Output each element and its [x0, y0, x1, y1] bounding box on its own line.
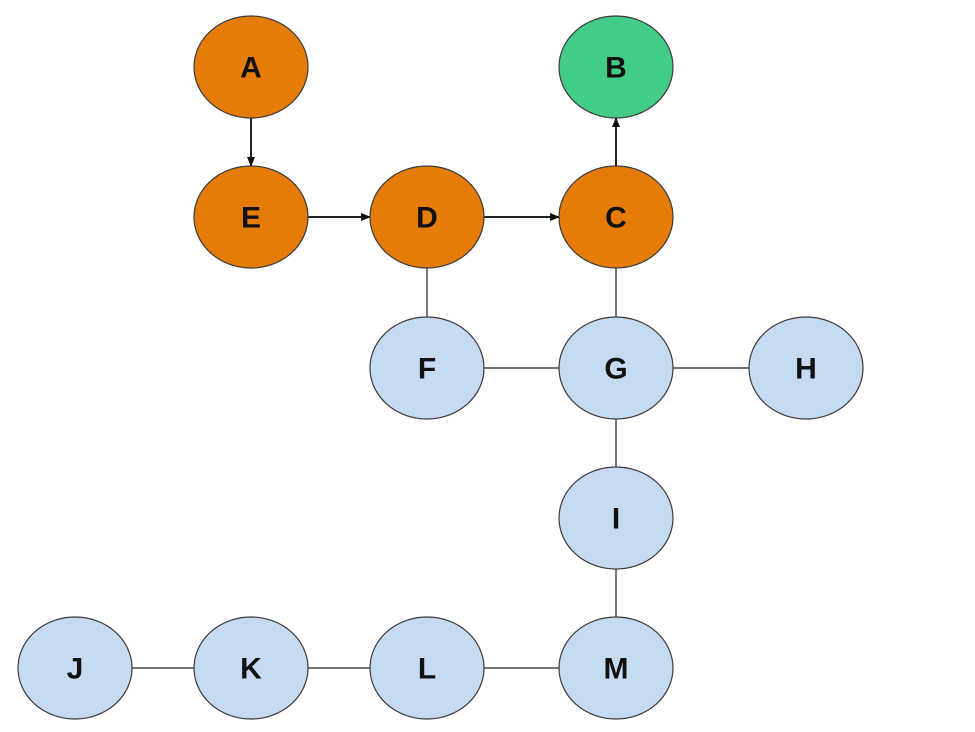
- node-a: A: [193, 15, 309, 119]
- node-k: K: [193, 616, 309, 720]
- node-k-label: K: [240, 653, 262, 686]
- node-c: C: [558, 165, 674, 269]
- node-e-label: E: [241, 202, 261, 235]
- node-f-label: F: [418, 353, 436, 386]
- node-g-label: G: [604, 353, 627, 386]
- nodes: A B C D E F G H I J K L M: [17, 15, 864, 720]
- node-a-label: A: [240, 52, 262, 85]
- node-c-label: C: [605, 202, 627, 235]
- node-j: J: [17, 616, 133, 720]
- node-e: E: [193, 165, 309, 269]
- node-l-shape: [369, 616, 485, 720]
- node-h-shape: [748, 316, 864, 420]
- node-m-shape: [558, 616, 674, 720]
- node-j-shape: [17, 616, 133, 720]
- node-j-label: J: [67, 653, 84, 686]
- node-k-shape: [193, 616, 309, 720]
- node-f: F: [369, 316, 485, 420]
- node-g: G: [558, 316, 674, 420]
- edges: [132, 117, 749, 669]
- node-i-shape: [558, 466, 674, 570]
- node-d-shape: [369, 165, 485, 269]
- node-g-shape: [558, 316, 674, 420]
- node-h-label: H: [795, 353, 817, 386]
- node-d-label: D: [416, 202, 438, 235]
- node-d: D: [369, 165, 485, 269]
- node-e-shape: [193, 165, 309, 269]
- node-b-label: B: [605, 52, 627, 85]
- node-l: L: [369, 616, 485, 720]
- node-c-shape: [558, 165, 674, 269]
- node-m-label: M: [604, 653, 629, 686]
- node-b-shape: [558, 15, 674, 119]
- node-h: H: [748, 316, 864, 420]
- node-b: B: [558, 15, 674, 119]
- node-f-shape: [369, 316, 485, 420]
- node-i: I: [558, 466, 674, 570]
- node-i-label: I: [612, 503, 620, 536]
- node-m: M: [558, 616, 674, 720]
- node-l-label: L: [418, 653, 436, 686]
- node-a-shape: [193, 15, 309, 119]
